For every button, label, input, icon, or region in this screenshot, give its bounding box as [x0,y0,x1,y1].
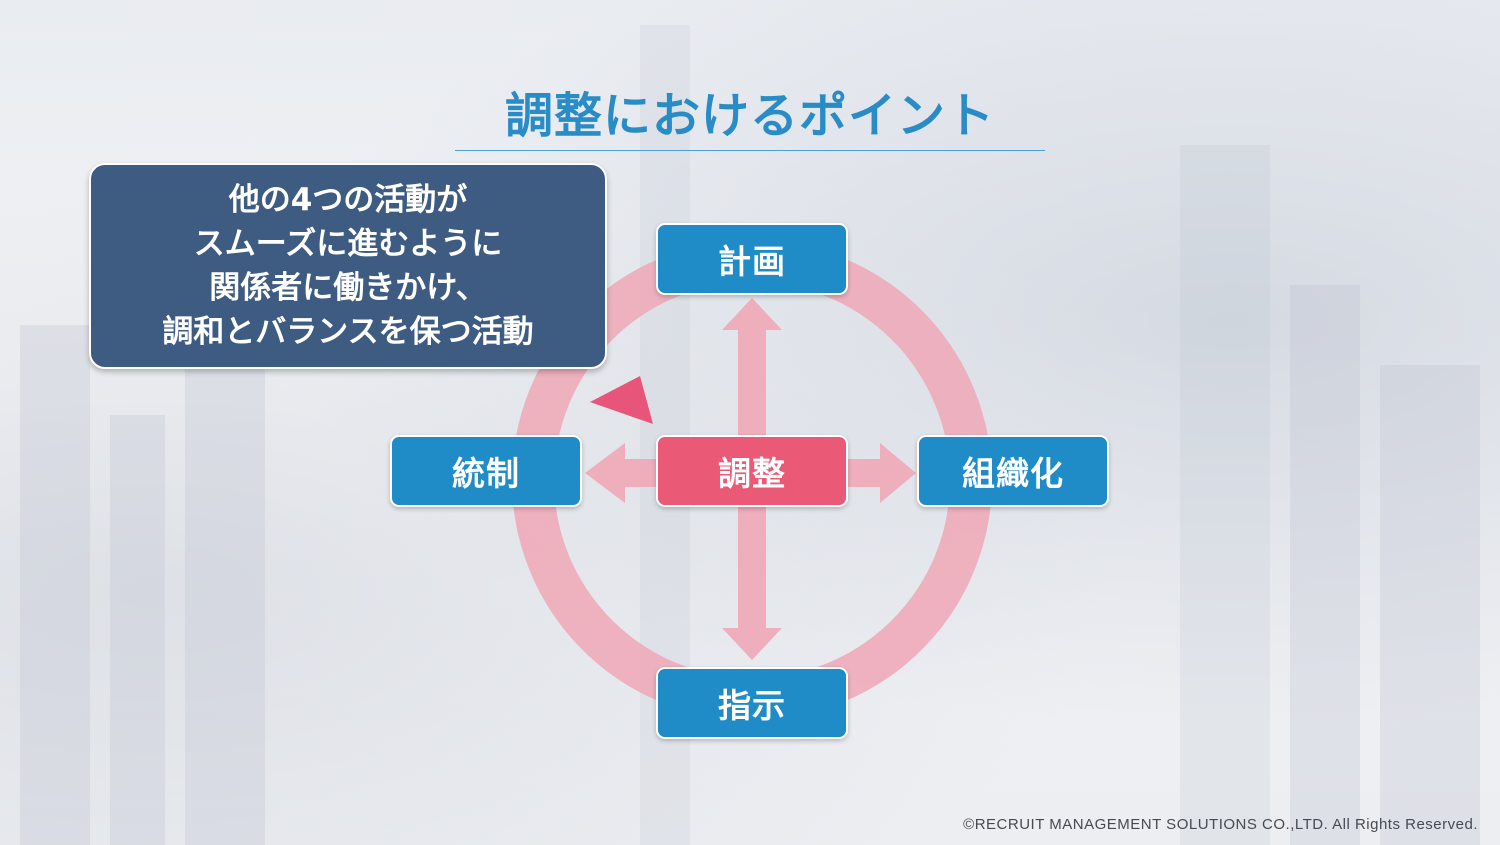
definition-callout: 他の4つの活動が スムーズに進むように 関係者に働きかけ、 調和とバランスを保つ… [89,163,607,369]
node-control: 統制 [390,435,582,507]
node-coordination: 調整 [656,435,848,507]
cycle-arrowhead [590,376,653,424]
node-directing: 指示 [656,667,848,739]
callout-line: 調和とバランスを保つ活動 [162,314,534,350]
title-underline: 調整におけるポイント [455,70,1045,151]
callout-line: 他の4つの活動が [228,182,468,218]
copyright-footer: ©RECRUIT MANAGEMENT SOLUTIONS CO.,LTD. A… [963,816,1478,833]
page-title: 調整におけるポイント [504,88,995,144]
node-organizing: 組織化 [917,435,1109,507]
node-planning: 計画 [656,223,848,295]
callout-line: 関係者に働きかけ、 [209,270,487,306]
callout-line: スムーズに進むように [193,226,503,262]
